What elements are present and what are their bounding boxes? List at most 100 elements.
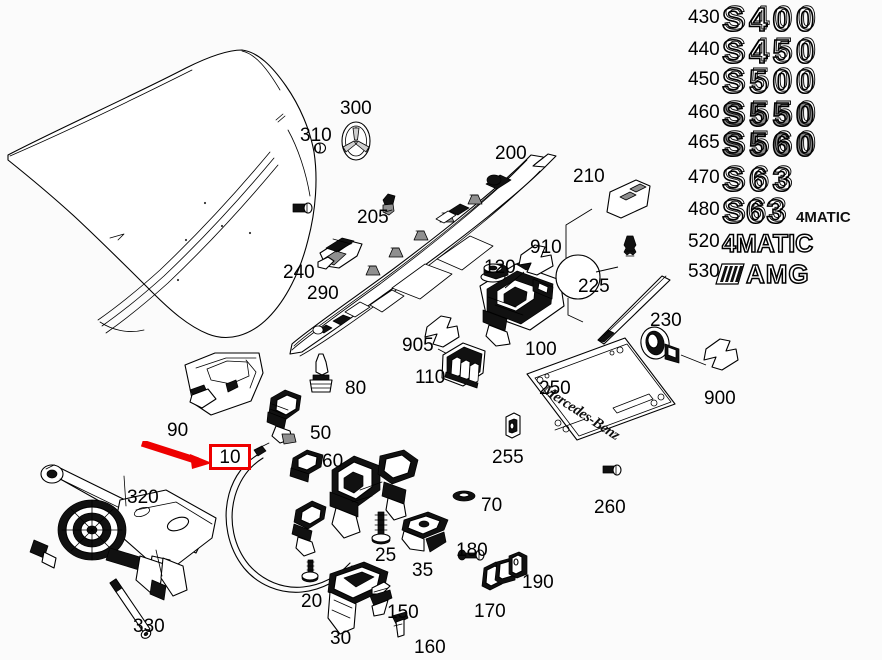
callout-number-190[interactable]: 190 [522, 572, 554, 593]
svg-text:S500: S500 [724, 61, 821, 98]
callout-number-240[interactable]: 240 [283, 262, 315, 283]
callout-number-110[interactable]: 110 [415, 367, 446, 388]
svg-text:S450: S450 [722, 33, 819, 70]
callout-number-905[interactable]: 905 [402, 335, 434, 356]
part-35-clip-nut [401, 511, 449, 553]
highlight-part-number-box[interactable]: 10 [209, 444, 251, 470]
part-120-flange-nut [480, 263, 509, 283]
badge-code-440[interactable]: 440 [688, 39, 720, 60]
callout-number-250[interactable]: 250 [539, 378, 571, 399]
callout-number-260[interactable]: 260 [594, 497, 626, 518]
part-225a-panel [606, 179, 651, 219]
callout-number-170[interactable]: 170 [474, 601, 506, 622]
callout-number-230[interactable]: 230 [650, 310, 682, 331]
part-300-star-emblem [341, 121, 371, 161]
callout-number-200[interactable]: 200 [495, 143, 527, 164]
part-200-trim-strip [289, 153, 557, 357]
part-25-screw [371, 511, 391, 545]
svg-text:AMG: AMG [746, 259, 810, 289]
badge-code-450[interactable]: 450 [688, 69, 720, 90]
badge-artwork-column: S400 S400 S450 S450 S500 S500 S550 S550 … [715, 0, 851, 290]
trunk-lid-panel [7, 49, 317, 338]
part-310-emblem-nut [313, 142, 327, 154]
part-320-hinge-drive-unit [29, 464, 217, 601]
callout-number-255[interactable]: 255 [492, 447, 524, 468]
svg-text:4MATIC: 4MATIC [796, 209, 851, 226]
svg-text:S63: S63 [722, 193, 787, 230]
svg-text:S550: S550 [724, 94, 821, 131]
svg-text:S63: S63 [724, 191, 789, 228]
part-60-catch [289, 449, 324, 483]
callout-number-25[interactable]: 25 [375, 545, 397, 566]
svg-text:S450: S450 [724, 31, 821, 68]
callout-number-60[interactable]: 60 [322, 451, 344, 472]
callout-number-210[interactable]: 210 [573, 166, 605, 187]
highlight-part-number: 10 [219, 446, 241, 468]
badge-code-430[interactable]: 430 [688, 7, 720, 28]
callout-number-70[interactable]: 70 [481, 495, 503, 516]
callout-number-150[interactable]: 150 [387, 602, 419, 623]
callout-number-900[interactable]: 900 [704, 388, 736, 409]
badge-code-460[interactable]: 460 [688, 102, 720, 123]
callout-number-160[interactable]: 160 [414, 637, 446, 658]
part-190-clip [508, 551, 528, 579]
part-290-bracket [317, 237, 363, 270]
part-90-cover [184, 352, 264, 416]
callout-number-80[interactable]: 80 [345, 378, 367, 399]
callout-number-35[interactable]: 35 [412, 560, 434, 581]
callout-number-300[interactable]: 300 [340, 98, 372, 119]
part-205-clip [382, 193, 396, 216]
badge-code-480[interactable]: 480 [688, 199, 720, 220]
part-225c-trim-strip [597, 275, 671, 345]
part-80-buffer-stop [309, 353, 333, 393]
svg-text:S63: S63 [722, 161, 796, 198]
callout-number-50[interactable]: 50 [310, 423, 332, 444]
callout-number-20[interactable]: 20 [301, 591, 323, 612]
svg-text:S63: S63 [724, 159, 798, 196]
part-240-bolt [292, 202, 313, 214]
part-230-lock-cylinder [640, 326, 707, 366]
callout-number-30[interactable]: 30 [330, 628, 352, 649]
part-260-bolt [602, 464, 622, 476]
callout-number-330[interactable]: 330 [133, 616, 165, 637]
callout-number-120[interactable]: 120 [484, 257, 516, 278]
callout-number-100[interactable]: 100 [525, 339, 557, 360]
callout-number-910[interactable]: 910 [530, 237, 562, 258]
part-225b-rivet [623, 235, 637, 257]
lock-unit-center [291, 449, 419, 557]
badge-code-520[interactable]: 520 [688, 231, 720, 252]
part-225-group-callout [555, 208, 619, 323]
callout-number-320[interactable]: 320 [127, 487, 159, 508]
highlight-arrow-icon [140, 441, 212, 469]
svg-text:4MATIC: 4MATIC [722, 230, 813, 258]
callout-number-310[interactable]: 310 [300, 125, 332, 146]
svg-text:S500: S500 [722, 63, 819, 100]
part-10-release-cable [225, 442, 353, 593]
callout-number-90[interactable]: 90 [167, 420, 189, 441]
part-160-rivet [391, 611, 409, 638]
part-50-lock-housing [266, 389, 302, 445]
part-110-lock-striker [441, 342, 486, 389]
svg-text:S550: S550 [722, 96, 819, 133]
callout-number-225[interactable]: 225 [578, 276, 610, 297]
part-255-plate-clip [505, 412, 521, 439]
badge-code-470[interactable]: 470 [688, 167, 720, 188]
callout-number-180[interactable]: 180 [456, 540, 488, 561]
badge-code-465[interactable]: 465 [688, 132, 720, 153]
part-150-expanding-rivet [369, 581, 393, 617]
callout-number-290[interactable]: 290 [307, 283, 339, 304]
badge-code-530[interactable]: 530 [688, 261, 720, 282]
badge-code-layer: 430 440 450 460 465 470 480 520 530 [688, 0, 882, 292]
part-70-grommet [452, 490, 476, 502]
part-20-screw [301, 559, 319, 583]
callout-number-205[interactable]: 205 [357, 207, 389, 228]
svg-text:S400: S400 [722, 1, 819, 38]
svg-text:S560: S560 [722, 126, 819, 163]
part-330-gas-strut [109, 578, 152, 639]
svg-text:S560: S560 [724, 124, 821, 161]
svg-text:S400: S400 [724, 0, 821, 36]
part-900-wedge-marker [703, 338, 739, 371]
part-910-wedge-marker [504, 244, 554, 289]
